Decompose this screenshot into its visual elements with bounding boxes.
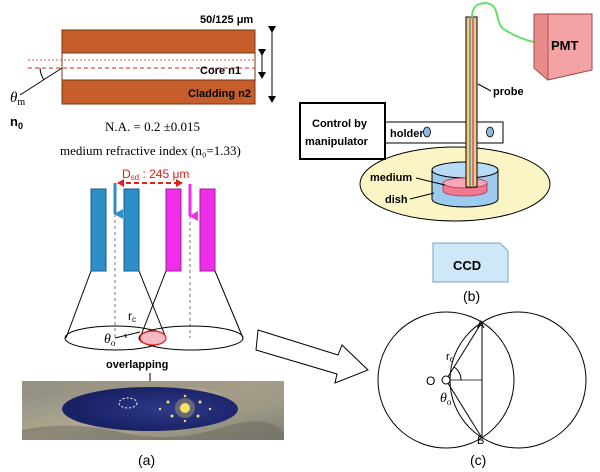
spot-glow <box>180 403 190 413</box>
holder-screw-right <box>486 126 494 138</box>
theta-o-label-a: θo <box>104 332 116 348</box>
detector-illumination-ellipse <box>138 325 244 351</box>
holder-screw-left <box>423 126 431 138</box>
overlapping-label: overlapping <box>106 359 168 371</box>
cladding-bottom <box>61 79 256 105</box>
ccd-box <box>432 242 509 283</box>
source-fiber-left-cladding <box>90 188 107 272</box>
spot-source-marker <box>118 397 138 409</box>
detector-cone-right <box>214 270 244 339</box>
theta-o-arc-a <box>124 333 127 339</box>
na-text: N.A. = 0.2 ±0.015 <box>105 119 200 134</box>
dish-rim <box>431 161 499 179</box>
circle-left <box>377 311 515 449</box>
caption-c: (c) <box>470 452 486 468</box>
panel-b: holder Control by manipulator medium dis… <box>299 2 593 304</box>
detector-cone-left <box>139 270 167 339</box>
theta-o-arc-c <box>453 366 462 381</box>
probe-pointer <box>477 83 492 92</box>
caption-a: (a) <box>138 452 155 468</box>
spot-sparkles <box>158 394 212 423</box>
overlap-region <box>139 330 167 346</box>
tissue-photo-texture <box>22 381 284 410</box>
radius-to-a <box>445 321 483 381</box>
medium-index-text: medium refractive index (n₀=1.33) <box>60 143 241 158</box>
caption-b: (b) <box>463 288 480 304</box>
rc-label-c: rc <box>446 351 454 364</box>
optical-cable <box>471 2 535 43</box>
detector-fiber-right-cladding <box>199 188 216 272</box>
spot-glow-halo <box>175 398 195 418</box>
source-fiber-right-cladding <box>123 188 140 272</box>
probe-body <box>465 16 478 188</box>
detector-fiber-left-cladding <box>165 188 182 272</box>
a-label: A <box>477 319 485 331</box>
manipulator-label-2: manipulator <box>305 136 369 148</box>
theta-m-arc <box>39 67 45 81</box>
medium-label: medium <box>370 172 412 184</box>
panel-c: A B O rc θo (c) <box>377 311 587 468</box>
radius-to-b <box>445 379 483 439</box>
probe-label: probe <box>493 86 524 98</box>
fiber-diagram: θm n0 Core n1 Cladding n2 50/125 μm N.A.… <box>10 14 276 158</box>
fiber-core <box>61 52 256 81</box>
illuminated-spot <box>62 387 238 431</box>
probe-core-left <box>469 17 471 187</box>
pmt-side <box>533 13 549 81</box>
rc-label-a: rc <box>128 309 136 324</box>
source-cone-left <box>65 270 92 339</box>
manipulator-box <box>299 102 386 160</box>
rc-line <box>114 331 141 339</box>
core-label: Core n1 <box>200 65 241 77</box>
center-o <box>441 375 451 385</box>
cladding-top <box>61 29 256 54</box>
theta-o-label-c: θo <box>440 391 452 407</box>
probe-core-right <box>472 17 474 187</box>
dish-pointer <box>409 192 435 200</box>
holder-label: holder <box>390 128 424 140</box>
fiber-size-label: 50/125 μm <box>200 14 253 26</box>
panel-a: Dsd : 245 μm rc θo overlapping <box>22 167 284 468</box>
ccd-label: CCD <box>453 258 481 273</box>
tissue-photo-texture-2 <box>22 421 284 440</box>
transition-arrow <box>255 329 369 384</box>
o-label: O <box>426 374 435 388</box>
cladding-label: Cladding n2 <box>188 88 251 100</box>
medium-surface <box>442 177 488 189</box>
acceptance-cone-line <box>19 67 63 96</box>
b-label: B <box>477 435 484 447</box>
medium-pointer <box>415 177 446 186</box>
pmt-label: PMT <box>551 38 579 53</box>
dsd-label: Dsd : 245 μm <box>122 167 189 182</box>
theta-m-label: θm <box>10 90 25 108</box>
dish-label: dish <box>385 194 408 206</box>
manipulator-label-1: Control by <box>312 118 368 130</box>
n0-label: n0 <box>10 114 23 131</box>
